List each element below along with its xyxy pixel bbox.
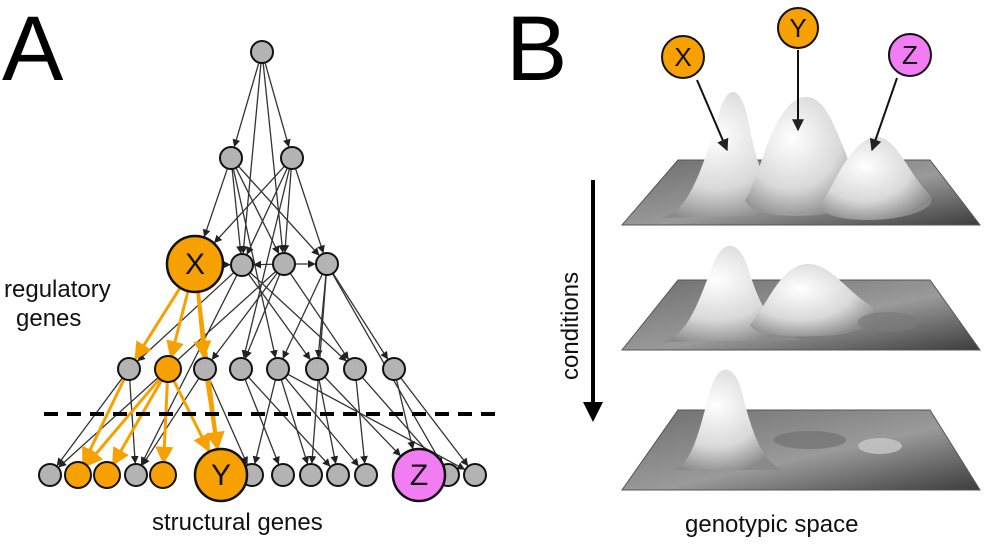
edge-top-a2 bbox=[264, 62, 291, 148]
edge-top-b1 bbox=[239, 62, 262, 254]
edge-a2-c3 bbox=[241, 168, 291, 359]
edge-top-b2 bbox=[262, 62, 286, 253]
network-edges bbox=[56, 62, 469, 470]
gene-node-c6 bbox=[343, 357, 367, 381]
structural-genes-label: structural genes bbox=[152, 509, 323, 536]
edge-b0-c1 bbox=[166, 290, 190, 360]
edge-a2-b0 bbox=[214, 165, 286, 244]
gene-node-top bbox=[250, 40, 274, 64]
gene-node-d9 bbox=[326, 463, 350, 487]
gene-node-c0 bbox=[117, 357, 141, 381]
peak-y-label: Y bbox=[789, 13, 806, 43]
gene-node-d4 bbox=[149, 461, 177, 489]
gene-node-c1 bbox=[154, 355, 182, 383]
edge-a2-b1 bbox=[246, 167, 288, 255]
gene-node-d8 bbox=[299, 463, 323, 487]
edge-c6-d10 bbox=[355, 379, 368, 464]
edge-c4-d13 bbox=[287, 373, 466, 470]
highlighted-edges bbox=[81, 286, 225, 468]
edge-b1-c5 bbox=[247, 273, 311, 360]
regulatory-genes-label-line1: regulatory bbox=[4, 276, 111, 303]
edge-c2-d6 bbox=[208, 378, 248, 465]
gene-z-node: Z bbox=[391, 447, 447, 503]
landscape-condition-2 bbox=[620, 245, 981, 351]
gene-z-label: Z bbox=[410, 459, 428, 492]
edge-c0-d3 bbox=[129, 379, 139, 464]
gene-node-d7 bbox=[271, 463, 295, 487]
regulatory-genes-label-line2: genes bbox=[16, 305, 81, 332]
edge-c3-d9 bbox=[247, 376, 331, 467]
peak-x-label: X bbox=[674, 42, 691, 72]
edge-top-a1 bbox=[232, 62, 260, 148]
panel-b-letter: B bbox=[506, 0, 567, 100]
gene-node-b3 bbox=[315, 252, 339, 276]
gene-x-label: X bbox=[185, 248, 205, 281]
conditions-label: conditions bbox=[557, 272, 584, 380]
gene-node-b2 bbox=[272, 252, 296, 276]
gene-node-a1 bbox=[219, 146, 243, 170]
edge-b2-c2 bbox=[211, 272, 278, 361]
gene-node-d3 bbox=[124, 463, 148, 487]
gene-nodes bbox=[38, 40, 487, 489]
panel-a-letter: A bbox=[2, 0, 64, 100]
edge-c3-d7 bbox=[244, 378, 280, 465]
gene-node-c3 bbox=[229, 357, 253, 381]
gene-node-d0 bbox=[38, 463, 62, 487]
gene-node-d2 bbox=[93, 461, 121, 489]
edge-c5-d11 bbox=[324, 376, 401, 457]
edge-a1-b0 bbox=[202, 168, 229, 238]
edge-c4-d8 bbox=[280, 379, 310, 465]
gene-node-c5 bbox=[305, 357, 329, 381]
edge-b3-c4 bbox=[282, 273, 323, 359]
edge-b3-c7 bbox=[332, 272, 389, 360]
gene-node-a2 bbox=[280, 146, 304, 170]
edge-c7-d11 bbox=[395, 379, 415, 450]
panel-a: A X Y Z regulatory genes structural gene… bbox=[2, 0, 498, 536]
landscape-condition-1 bbox=[620, 91, 982, 226]
panel-b: B X Y bbox=[506, 0, 982, 538]
gene-node-c2 bbox=[193, 357, 217, 381]
edge-b1-d3 bbox=[140, 274, 238, 465]
edge-b0-c0 bbox=[134, 286, 182, 361]
edge-c2-d3 bbox=[142, 377, 200, 466]
gene-y-node: Y bbox=[193, 447, 249, 503]
landscape-condition-3 bbox=[621, 369, 981, 491]
gene-x-node: X bbox=[165, 234, 225, 294]
peak-x-marker: X bbox=[661, 35, 729, 152]
gene-node-c4 bbox=[266, 357, 290, 381]
edge-a1-b1 bbox=[231, 168, 244, 254]
genotypic-space-label: genotypic space bbox=[685, 511, 858, 538]
edge-a1-b2 bbox=[235, 167, 280, 254]
edge-c0-d1 bbox=[81, 378, 126, 466]
edge-a2-b2 bbox=[281, 168, 292, 253]
gene-node-d10 bbox=[354, 463, 378, 487]
edge-c4-d10 bbox=[284, 377, 359, 467]
edge-c7-d13 bbox=[400, 377, 469, 467]
gene-node-c7 bbox=[382, 357, 406, 381]
edge-c1-d1 bbox=[84, 376, 163, 468]
edge-b1-c0 bbox=[137, 271, 235, 362]
peak-z-label: Z bbox=[902, 40, 918, 70]
peak-y-marker: Y bbox=[777, 7, 819, 132]
edge-c5-d9 bbox=[318, 379, 339, 464]
gene-node-d13 bbox=[463, 463, 487, 487]
gene-node-b1 bbox=[230, 253, 254, 277]
edge-c0-d0 bbox=[56, 377, 123, 467]
peak-z-marker: Z bbox=[869, 33, 932, 152]
edge-c1-d2 bbox=[111, 377, 164, 467]
edge-c4-d6 bbox=[252, 379, 277, 465]
gene-node-d1 bbox=[64, 461, 92, 489]
edge-c1-d4 bbox=[155, 379, 174, 465]
edge-b2-c3 bbox=[244, 273, 281, 359]
gene-y-label: Y bbox=[211, 459, 231, 492]
edge-a2-b3 bbox=[294, 168, 325, 254]
edge-b2-c6 bbox=[289, 272, 349, 360]
